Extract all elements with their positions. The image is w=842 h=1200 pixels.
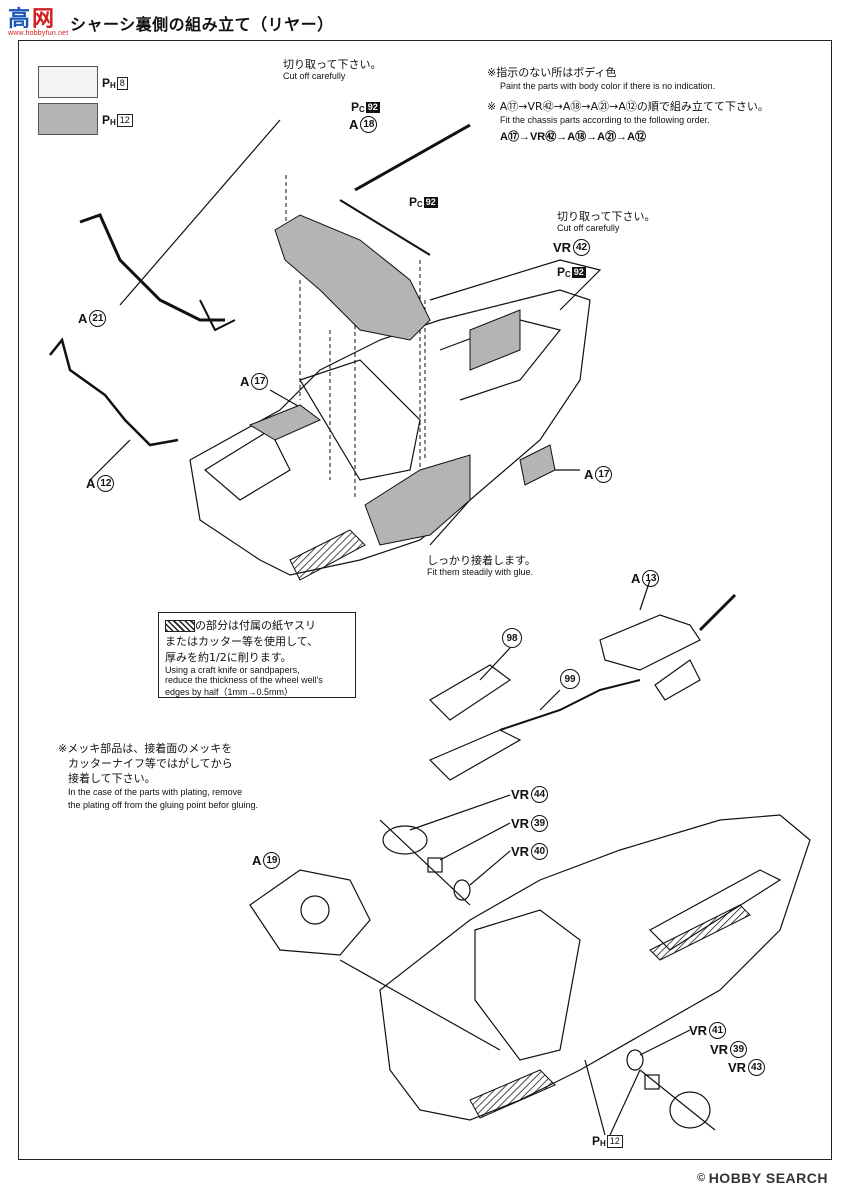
glue-note-en: Fit them steadily with glue. [427, 567, 534, 577]
muffler-outlet [654, 659, 701, 701]
plating-note-jp-3: 接着して下さい。 [68, 772, 156, 785]
part-a21-shape [79, 213, 225, 322]
cut-note-2-en: Cut off carefully [557, 223, 620, 233]
rear-suspension-crossmember [274, 214, 431, 341]
heat-shield [428, 729, 522, 781]
logo-url: www.hobbyfun.net [8, 30, 69, 37]
logo-char-1: 高 [8, 6, 31, 32]
order-note-en: Fit the chassis parts according to the f… [500, 115, 710, 125]
cut-note-1-en: Cut off carefully [283, 71, 346, 81]
cut-note-1-jp: 切り取って下さい。 [283, 58, 382, 71]
no-indication-note-en: Paint the parts with body color if there… [500, 81, 716, 91]
part-98-shape [429, 664, 512, 721]
part-vr44-shape [382, 825, 428, 855]
part-a13-shape [599, 614, 701, 671]
part-label-99: 99 [560, 669, 580, 689]
order-sequence: A⑰→VR㊷→A⑱→A㉑→A⑫ [500, 131, 647, 143]
hobby-search-watermark: ©HOBBY SEARCH [697, 1170, 828, 1186]
hatch-swatch [165, 620, 195, 632]
fuel-tank-part [469, 309, 521, 371]
plating-note-en-1: In the case of the parts with plating, r… [68, 787, 243, 797]
part-label-98: 98 [502, 628, 522, 648]
glue-note-jp: しっかり接着します。 [427, 554, 536, 567]
sanding-note-en-1: Using a craft knife or sandpapers, [165, 665, 300, 675]
page-header: 高 网 www.hobbyfun.net シャーシ裏側の組み立て（リヤー） [8, 8, 334, 38]
cut-note-2-jp: 切り取って下さい。 [557, 210, 656, 223]
legend-swatch-dark [38, 103, 98, 135]
instruction-frame [18, 40, 832, 1160]
hatched-edge-lower [469, 1069, 556, 1119]
part-a17-left-shape [248, 404, 321, 441]
sanding-note-en-3: edges by half（1mm→0.5mm） [165, 687, 294, 697]
chassis-rail-top [429, 259, 602, 311]
part-99-pipe [499, 679, 641, 731]
sanding-note-line-3: 厚みを約1/2に削ります。 [165, 651, 292, 664]
part-vr39-bottom-shape [644, 1074, 660, 1090]
hatched-exhaust-rail [649, 904, 751, 961]
sanding-note-box: の部分は付属の紙ヤスリ またはカッター等を使用して、 厚みを約1/2に削ります。… [158, 612, 356, 698]
plating-note-jp-1: ※メッキ部品は、接着面のメッキを [58, 742, 233, 755]
part-a19-shape [249, 869, 371, 956]
hatched-edge-upper [289, 529, 366, 581]
plating-note-jp-2: カッターナイフ等ではがしてから [68, 757, 233, 770]
part-vr39-shape [427, 857, 443, 873]
plating-note-en-2: the plating off from the gluing point be… [68, 800, 258, 810]
chassis-inner-detail [299, 359, 421, 481]
part-vr41-shape [626, 1049, 644, 1071]
sanding-note-en-2: reduce the thickness of the wheel well's [165, 675, 323, 685]
part-a12-shape [49, 337, 179, 447]
part-a17-right-shape [519, 444, 556, 486]
exhaust-pipe-lower [649, 869, 782, 951]
wheel-well-insert [364, 454, 471, 546]
page-title: シャーシ裏側の組み立て（リヤー） [70, 15, 334, 34]
upper-chassis-outline [189, 289, 591, 576]
lower-chassis-outline [379, 814, 811, 1121]
site-logo: 高 网 www.hobbyfun.net [8, 6, 69, 38]
order-note-jp: ※ A⑰→VR㊷→A⑱→A㉑→A⑫の順で組み立てて下さい。 [487, 100, 769, 113]
sanding-note-line-2: またはカッター等を使用して、 [165, 635, 319, 648]
part-vr43-shape [669, 1091, 711, 1129]
rear-diff-housing [474, 909, 581, 1061]
no-indication-note-jp: ※指示のない所はボディ色 [487, 66, 617, 79]
legend-swatch-light [38, 66, 98, 98]
sanding-note-line-1: の部分は付属の紙ヤスリ [165, 617, 349, 633]
logo-char-2: 网 [32, 6, 55, 32]
wheel-well-left [203, 429, 291, 501]
